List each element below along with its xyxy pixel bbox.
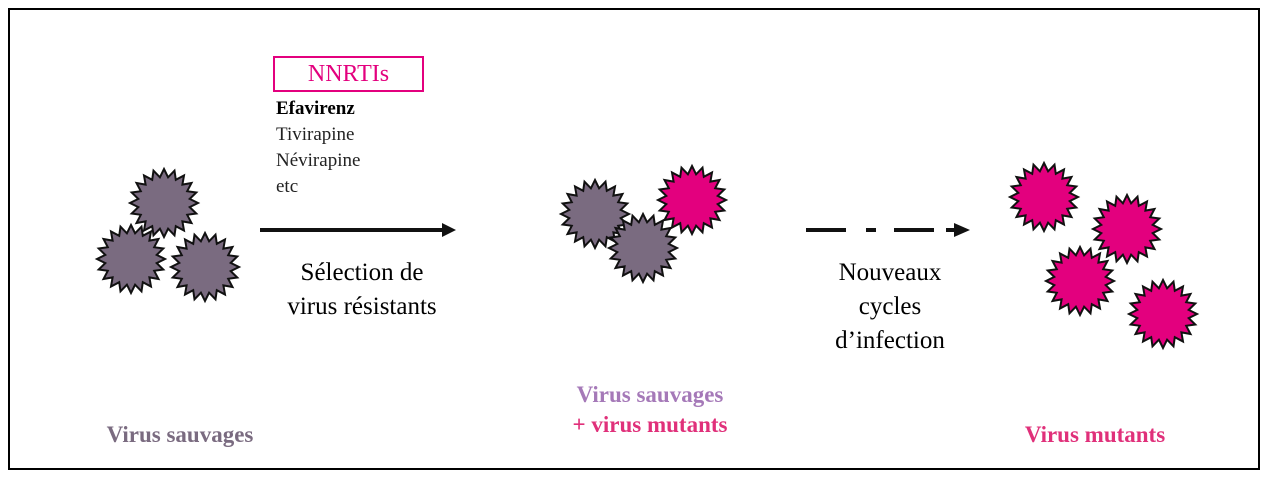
cycles-label-line3: d’infection — [805, 324, 975, 358]
drug-tivirapine: Tivirapine — [276, 124, 354, 146]
drug-nevirapine: Névirapine — [276, 150, 360, 172]
selection-label-line2: virus résistants — [262, 290, 462, 324]
virus-mutant-3 — [1093, 195, 1161, 263]
caption-wild: Virus sauvages — [60, 420, 300, 450]
virus-wild-3 — [171, 233, 239, 301]
virus-mutant-5 — [1129, 280, 1197, 348]
selection-arrow — [258, 220, 458, 240]
selection-label: Sélection de virus résistants — [262, 256, 462, 324]
caption-mixed: Virus sauvages + virus mutants — [510, 380, 790, 440]
drug-efavirenz: Efavirenz — [276, 98, 355, 120]
virus-mutant-1 — [658, 166, 726, 234]
drug-etc: etc — [276, 176, 298, 198]
cycles-label-line1: Nouveaux — [805, 256, 975, 290]
cycles-label-line2: cycles — [805, 290, 975, 324]
caption-mutant: Virus mutants — [975, 420, 1215, 450]
caption-mixed-line1: Virus sauvages — [510, 380, 790, 410]
virus-mutant-4 — [1046, 247, 1114, 315]
drug-class-box: NNRTIs — [273, 56, 424, 92]
cycles-label: Nouveaux cycles d’infection — [805, 256, 975, 358]
cycles-arrow — [804, 220, 974, 240]
virus-mutant-2 — [1010, 163, 1078, 231]
selection-label-line1: Sélection de — [262, 256, 462, 290]
caption-mixed-line2: + virus mutants — [510, 410, 790, 440]
